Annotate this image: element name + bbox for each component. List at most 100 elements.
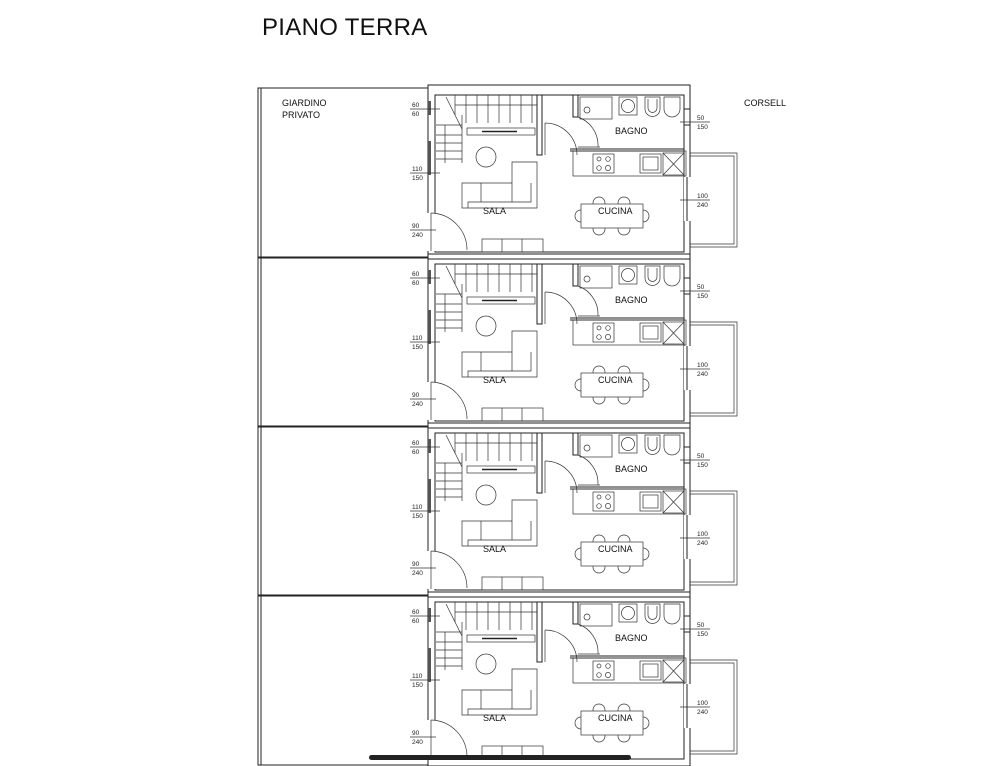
dimension-window-2: 110 150 xyxy=(410,335,440,351)
hall-door xyxy=(544,460,578,494)
dimension-bath-window: 50 150 xyxy=(680,622,710,638)
bidet xyxy=(644,434,661,455)
svg-text:240: 240 xyxy=(697,709,708,716)
entrance-door xyxy=(430,719,468,758)
room-label-sala: SALA xyxy=(483,713,506,723)
washbasin xyxy=(618,96,638,116)
hall-door xyxy=(544,122,578,156)
room-label-cucina: CUCINA xyxy=(598,544,633,554)
balcony xyxy=(690,659,738,755)
media-unit xyxy=(481,576,544,591)
svg-text:90: 90 xyxy=(412,561,420,568)
room-label-cucina: CUCINA xyxy=(598,206,633,216)
svg-text:240: 240 xyxy=(412,570,423,577)
room-label-bagno: BAGNO xyxy=(615,633,648,643)
dimension-window-1: 60 60 xyxy=(410,102,440,118)
dimension-kitchen-door: 100 240 xyxy=(680,362,710,378)
dimension-door: 90 240 xyxy=(410,223,436,239)
apartment-unit: BAGNO SALA CUCINA 60 60 110 150 90 240 5… xyxy=(257,422,738,598)
svg-text:110: 110 xyxy=(412,335,423,342)
bathroom-window xyxy=(683,108,691,126)
svg-text:60: 60 xyxy=(412,280,420,287)
horizontal-scrollbar[interactable] xyxy=(369,755,631,760)
dimension-kitchen-door: 100 240 xyxy=(680,193,710,209)
svg-text:60: 60 xyxy=(412,449,420,456)
private-garden xyxy=(257,256,429,428)
sofa xyxy=(461,668,538,716)
walls xyxy=(427,84,691,260)
apartment-unit: BAGNO SALA CUCINA 60 60 110 150 90 240 5… xyxy=(257,253,738,429)
staircase xyxy=(436,95,537,163)
svg-text:150: 150 xyxy=(412,682,423,689)
hob xyxy=(592,660,615,681)
window-110 xyxy=(428,648,431,682)
svg-text:240: 240 xyxy=(412,401,423,408)
dimension-window-1: 60 60 xyxy=(410,271,440,287)
private-garden xyxy=(257,425,429,597)
hob xyxy=(592,491,615,512)
kitchen-counter xyxy=(572,657,687,684)
dimension-door: 90 240 xyxy=(410,392,436,408)
room-label-bagno: BAGNO xyxy=(615,295,648,305)
staircase xyxy=(436,264,537,332)
svg-text:150: 150 xyxy=(697,124,708,131)
staircase xyxy=(436,602,537,670)
units: BAGNO SALA CUCINA 60 60 110 150 90 240 5… xyxy=(257,84,738,766)
room-label-cucina: CUCINA xyxy=(598,375,633,385)
kitchen-counter xyxy=(572,488,687,515)
window-60 xyxy=(428,439,431,453)
window-110 xyxy=(428,310,431,344)
dining-table xyxy=(574,196,650,236)
bathroom-door xyxy=(577,623,600,655)
svg-text:100: 100 xyxy=(697,531,708,538)
svg-text:240: 240 xyxy=(697,202,708,209)
bidet xyxy=(644,96,661,117)
dimension-kitchen-door: 100 240 xyxy=(680,531,710,547)
toilet xyxy=(663,434,681,456)
kitchen-sink xyxy=(639,491,662,512)
bathroom-window xyxy=(683,277,691,295)
washbasin xyxy=(618,434,638,454)
coffee-table xyxy=(475,653,497,675)
media-unit xyxy=(481,407,544,422)
svg-text:50: 50 xyxy=(697,284,705,291)
svg-text:60: 60 xyxy=(412,271,420,278)
kitchen-counter xyxy=(572,150,687,177)
bidet xyxy=(644,265,661,286)
shower-tray xyxy=(579,434,613,458)
room-label-sala: SALA xyxy=(483,544,506,554)
svg-text:50: 50 xyxy=(697,115,705,122)
dining-table xyxy=(574,703,650,743)
garden-label-2: PRIVATO xyxy=(282,110,320,120)
window-60 xyxy=(428,101,431,115)
svg-text:150: 150 xyxy=(697,293,708,300)
room-label-sala: SALA xyxy=(483,375,506,385)
svg-text:60: 60 xyxy=(412,111,420,118)
coffee-table xyxy=(475,484,497,506)
shelf xyxy=(466,465,536,474)
bathroom-door xyxy=(577,285,600,317)
staircase xyxy=(436,433,537,501)
coffee-table xyxy=(475,315,497,337)
kitchen-sink xyxy=(639,660,662,681)
svg-text:90: 90 xyxy=(412,223,420,230)
entrance-door xyxy=(430,550,468,589)
private-garden xyxy=(257,594,429,766)
garden-label-1: GIARDINO xyxy=(282,98,327,108)
apartment-unit: BAGNO SALA CUCINA 60 60 110 150 90 240 5… xyxy=(257,591,738,766)
svg-text:240: 240 xyxy=(412,739,423,746)
dimension-window-1: 60 60 xyxy=(410,609,440,625)
sofa xyxy=(461,499,538,547)
dimension-door: 90 240 xyxy=(410,730,436,746)
dimension-bath-window: 50 150 xyxy=(680,115,710,131)
dining-table xyxy=(574,365,650,405)
bathroom-door xyxy=(577,454,600,486)
toilet xyxy=(663,265,681,287)
window-60 xyxy=(428,608,431,622)
plan-title: PIANO TERRA xyxy=(262,14,428,41)
kitchen-sink xyxy=(639,322,662,343)
balcony xyxy=(690,321,738,417)
toilet xyxy=(663,96,681,118)
balcony xyxy=(690,490,738,586)
